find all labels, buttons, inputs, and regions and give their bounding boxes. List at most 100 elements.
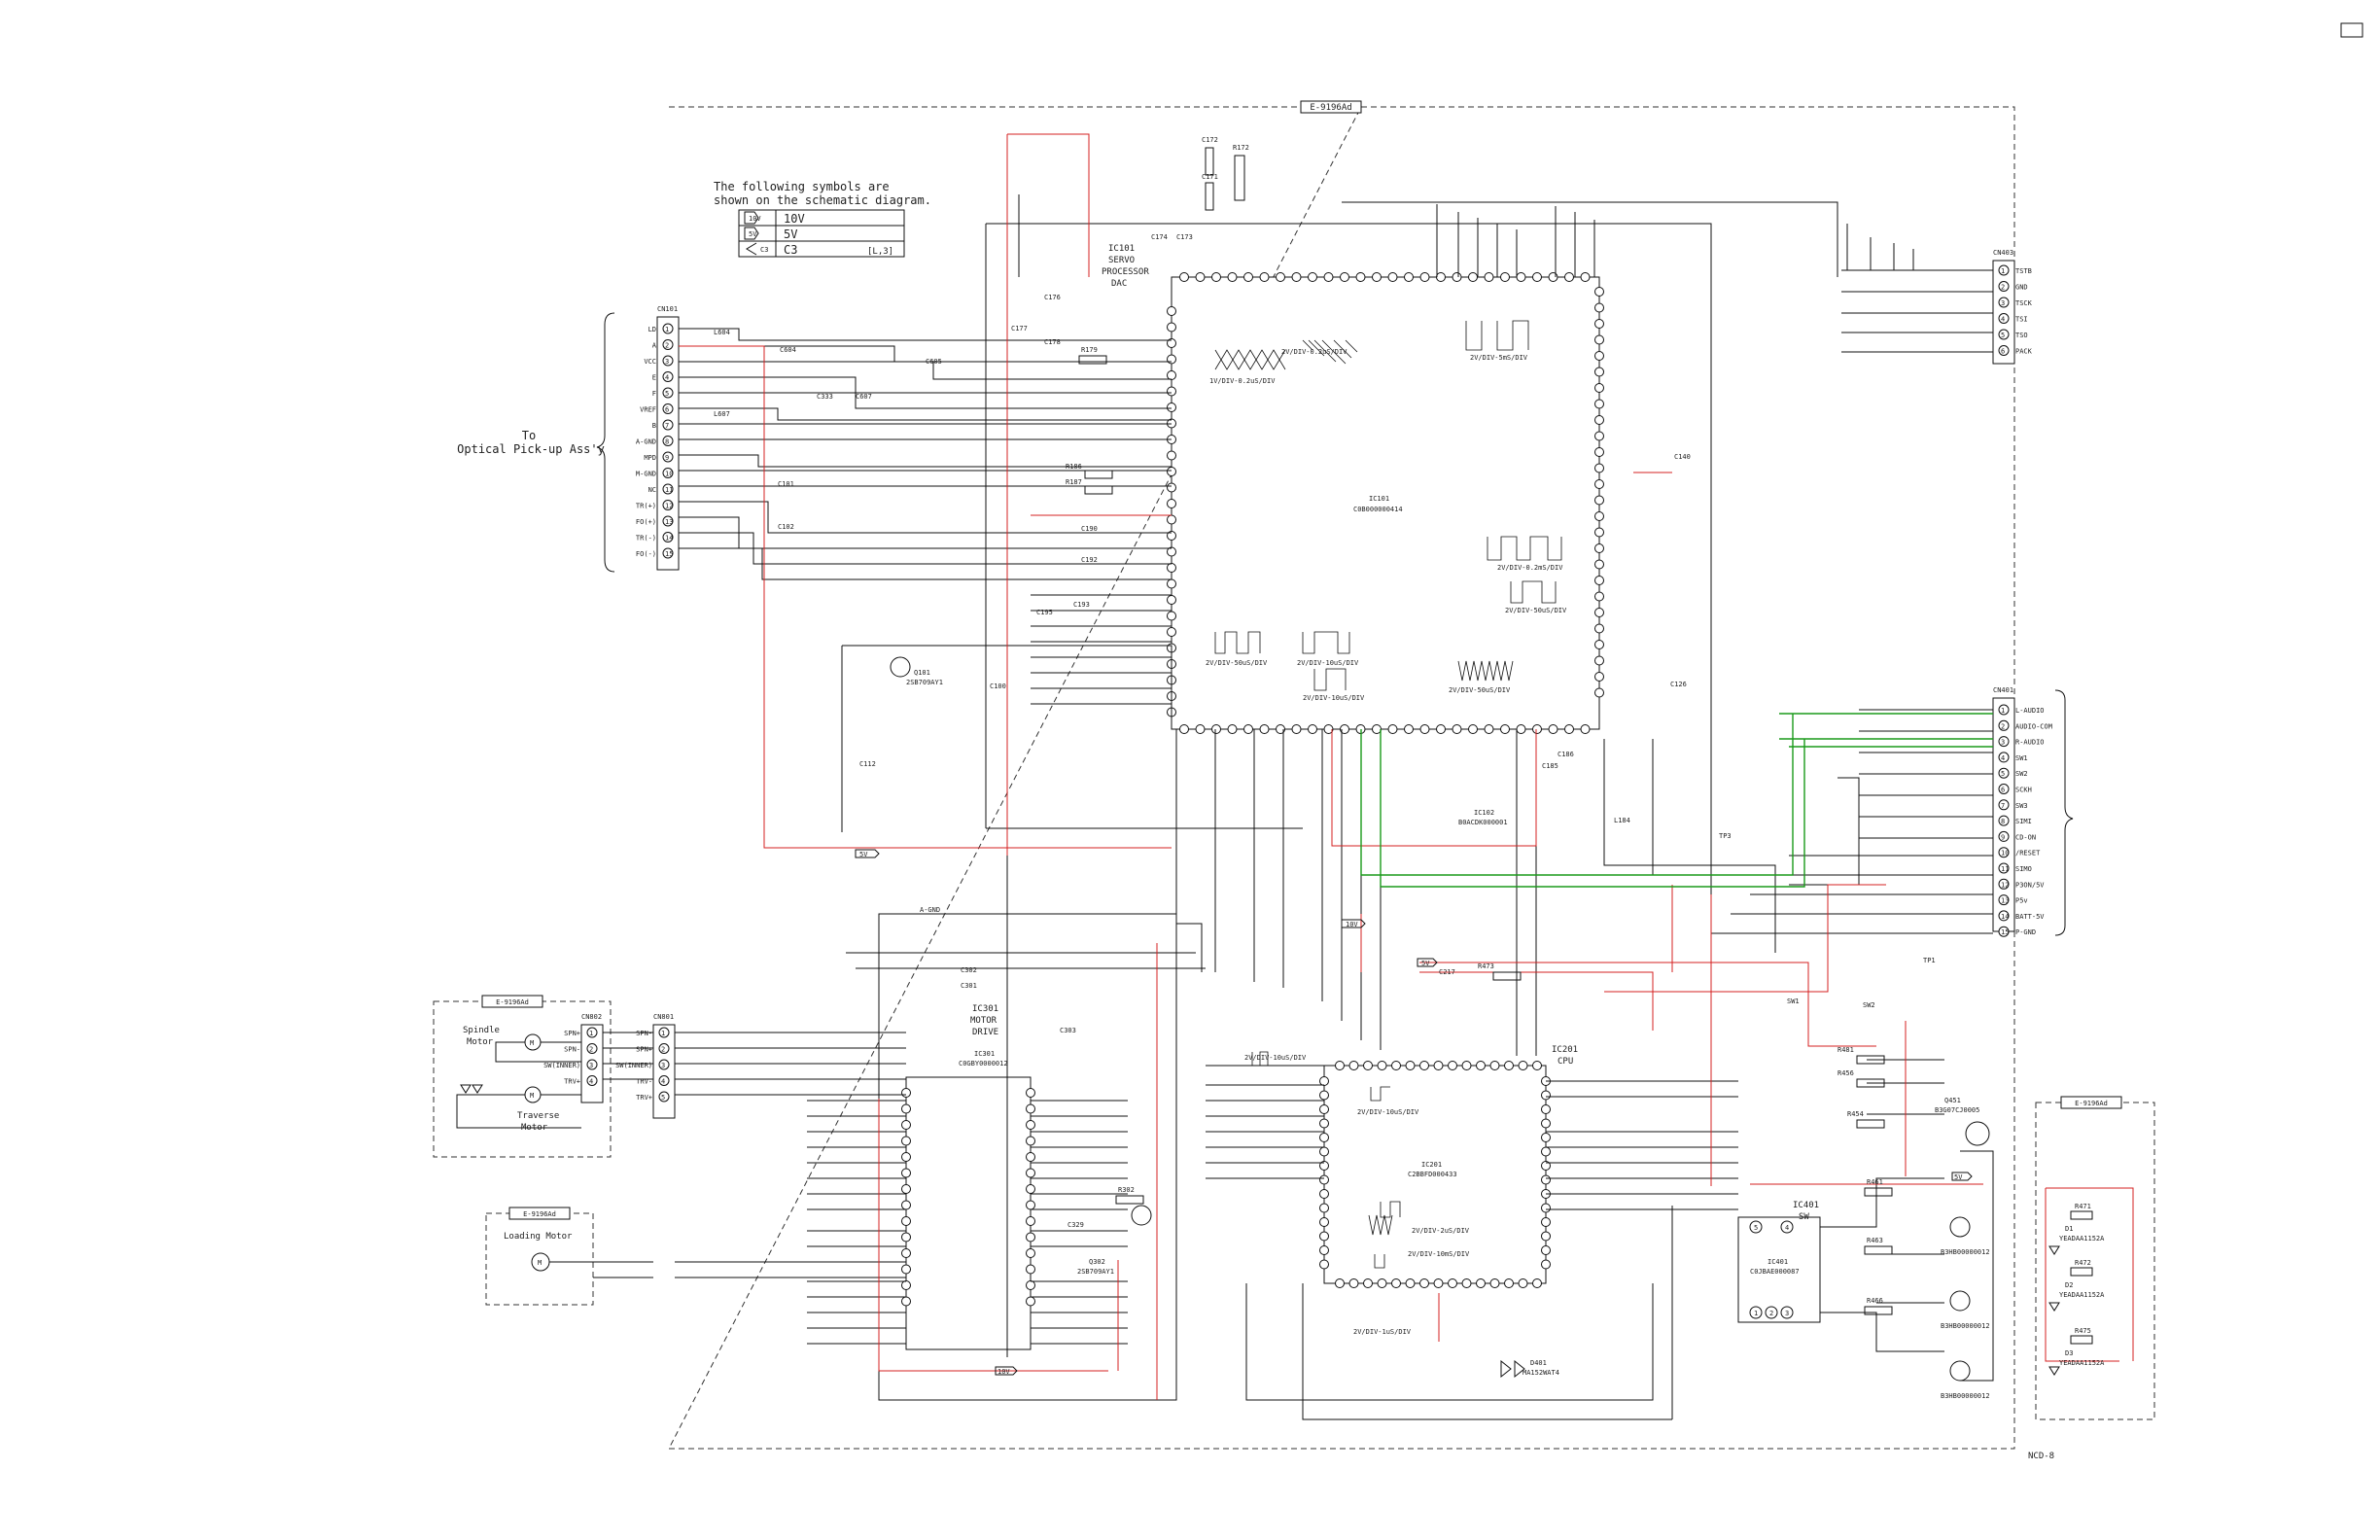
wave-eye-1: 1V/DIV-0.2uS/DIV — [1209, 349, 1286, 385]
ic101-bottom-pin — [1516, 724, 1526, 734]
cn401-pin-number: 7 — [2001, 802, 2005, 810]
ic101-top-pin — [1532, 272, 1542, 282]
ic101-line3: DAC — [1111, 279, 1127, 289]
svg-text:C171: C171 — [1202, 173, 1218, 181]
ic101-right-pin — [1594, 511, 1604, 521]
led-d3: R475 D3 YEADAA1152A — [2048, 1327, 2105, 1376]
cn802-pin-label: SPN- — [564, 1046, 580, 1054]
cn401-pin-number: 10 — [2001, 850, 2009, 858]
ic101-right-pin — [1594, 319, 1604, 329]
spindle-board-name: E-9196Ad — [496, 998, 529, 1006]
cn401-pin-number: 5 — [2001, 770, 2005, 778]
svg-text:2V/DIV-10uS/DIV: 2V/DIV-10uS/DIV — [1244, 1054, 1307, 1062]
svg-text:A-GND: A-GND — [920, 906, 940, 914]
cn403-pin-3 — [1998, 297, 2010, 308]
ic201-top-pin — [1419, 1061, 1429, 1070]
board-name-main: E-9196Ad — [1310, 103, 1351, 113]
svg-text:R186: R186 — [1066, 463, 1082, 471]
svg-text:R172: R172 — [1233, 144, 1249, 152]
ic401-part: C0JBAE000087 — [1750, 1268, 1800, 1276]
cn101-pin-1 — [662, 323, 674, 334]
ic201-bottom-pin — [1448, 1278, 1457, 1288]
svg-text:MA152WAT4: MA152WAT4 — [1522, 1369, 1559, 1377]
net-flags: A-GND 5V 10V 5V 5V 10V — [855, 849, 1973, 1376]
cn401-pin-number: 3 — [2001, 739, 2005, 747]
svg-text:C333: C333 — [817, 393, 833, 401]
ic201-left-pin — [1319, 1245, 1329, 1255]
svg-text:C177: C177 — [1011, 325, 1028, 332]
passive-components: C172 C171 R172 C174 C173 C176 C177 C178 … — [714, 136, 1990, 1400]
ic101-left-pin — [1167, 322, 1176, 332]
ic101-top-pin — [1580, 272, 1591, 282]
ic201-left-pin — [1319, 1104, 1329, 1114]
ic101-left-pin — [1167, 386, 1176, 397]
svg-text:C192: C192 — [1081, 556, 1098, 564]
cn401-pin-5 — [1998, 767, 2010, 779]
svg-text:5V: 5V — [859, 851, 868, 858]
ic101-right-pin — [1594, 495, 1604, 506]
svg-text:B0ACDK000001: B0ACDK000001 — [1458, 819, 1508, 826]
cn101-pin-9 — [662, 451, 674, 463]
ic201-right-pin — [1541, 1245, 1551, 1255]
svg-text:2V/DIV-50uS/DIV: 2V/DIV-50uS/DIV — [1505, 607, 1567, 614]
cn801-pin-number: 4 — [661, 1078, 665, 1086]
cn403-pin-6 — [1998, 345, 2010, 356]
legend-label-10v: 10V — [784, 212, 805, 226]
cn802-pin-number: 4 — [589, 1078, 593, 1086]
ic201-ref: IC201 — [1552, 1045, 1578, 1055]
svg-text:Q302: Q302 — [1089, 1258, 1105, 1266]
svg-text:4: 4 — [1785, 1224, 1789, 1232]
cn403-pin-number: 2 — [2001, 284, 2005, 292]
ic201-bottom-pin — [1489, 1278, 1500, 1288]
cn401-pin-label: SCKH — [2015, 787, 2032, 794]
svg-text:M: M — [530, 1092, 534, 1100]
svg-text:2V/DIV-10uS/DIV: 2V/DIV-10uS/DIV — [1357, 1108, 1419, 1116]
ic201-left-pin — [1319, 1090, 1329, 1101]
ic101-ref: IC101 — [1108, 244, 1135, 254]
cn401-pin-6 — [1998, 784, 2010, 794]
ic201-bottom-pin — [1391, 1278, 1401, 1288]
ic101-bottom-pin — [1580, 724, 1591, 734]
board-tag: NCD-8 — [2028, 1452, 2054, 1461]
ic301-left-pin — [901, 1264, 911, 1275]
cn401-pin-label: BATT-5V — [2015, 913, 2045, 921]
svg-text:YEADAA1152A: YEADAA1152A — [2059, 1359, 2105, 1367]
svg-text:R179: R179 — [1081, 346, 1098, 354]
cn802-pin-label: SPN+ — [564, 1030, 580, 1037]
cn801-pin-1 — [658, 1027, 670, 1038]
svg-text:YEADAA1152A: YEADAA1152A — [2059, 1235, 2105, 1242]
ic101-part: C0B000000414 — [1353, 506, 1403, 513]
cn801-pin-label: SPN- — [636, 1030, 652, 1037]
cn403-pin-label: TSCK — [2015, 299, 2033, 307]
optical-name: Optical Pick-up Ass'y — [457, 442, 605, 456]
cn401-pin-3 — [1998, 736, 2010, 748]
cn801-pin-2 — [658, 1043, 670, 1054]
ic201-right-pin — [1541, 1161, 1551, 1171]
ic101-right-pin — [1594, 687, 1604, 698]
ic201-top-pin — [1391, 1061, 1401, 1070]
cn403-pin-number: 1 — [2001, 267, 2005, 275]
svg-text:C302: C302 — [961, 966, 977, 974]
cn401-pin-label: R-AUDIO — [2015, 739, 2045, 747]
ic201-left-pin — [1319, 1133, 1329, 1142]
ic201-right-pin — [1541, 1133, 1551, 1142]
ic101-left-pin — [1167, 578, 1176, 589]
cn403-pin-5 — [1998, 329, 2010, 340]
cn802-ref: CN802 — [581, 1013, 602, 1021]
ic101-bottom-pin — [1387, 724, 1398, 734]
cn101-pin-label: E — [652, 374, 656, 382]
cn101-pin-label: F — [652, 390, 656, 398]
cn403-pin-4 — [1998, 313, 2010, 324]
ic301-left-pin — [901, 1136, 911, 1146]
ic101-right-pin — [1594, 431, 1604, 441]
ic101-right-pin — [1594, 367, 1604, 377]
ic101-bottom-pin — [1548, 724, 1558, 734]
ic301-right-pin — [1026, 1264, 1035, 1275]
ic201-bottom-pin — [1363, 1278, 1373, 1288]
cn802-pin-label: TRV+ — [564, 1078, 580, 1086]
cn101-ref: CN101 — [657, 305, 678, 313]
spindle-motor-l2: Motor — [467, 1037, 494, 1047]
cn101-pin-number: 11 — [665, 486, 673, 494]
ic201-bottom-pin — [1335, 1278, 1345, 1288]
